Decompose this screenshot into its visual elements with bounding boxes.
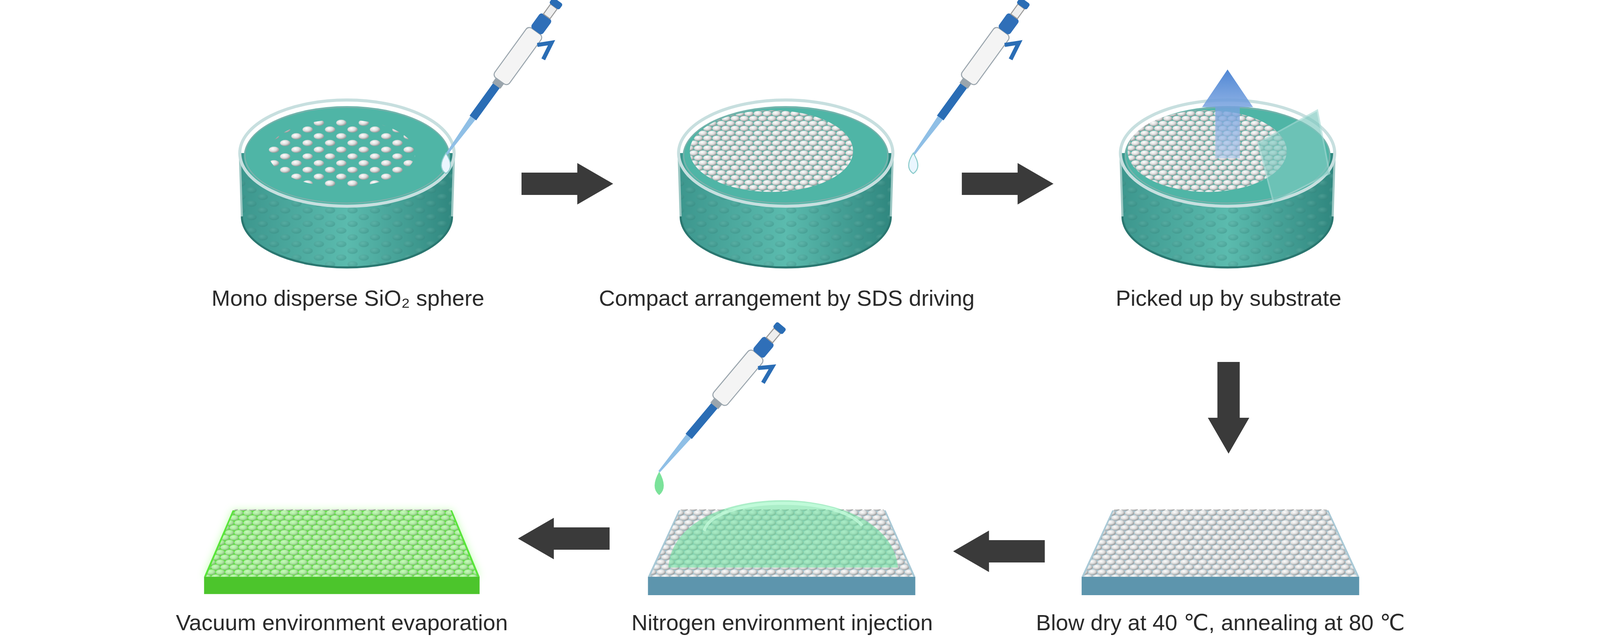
- block-arrow: [517, 517, 610, 559]
- step-caption: Compact arrangement by SDS driving: [598, 285, 975, 311]
- process-step: Nitrogen environment injection: [647, 479, 917, 598]
- block-arrow: [1207, 361, 1250, 454]
- block-arrow: [952, 530, 1045, 572]
- step-caption: Nitrogen environment injection: [631, 609, 933, 635]
- block-arrow: [521, 162, 614, 205]
- process-step: Compact arrangement by SDS driving: [678, 96, 895, 271]
- process-step: Mono disperse SiO₂ sphere: [239, 96, 457, 271]
- step-caption: Picked up by substrate: [1115, 285, 1342, 311]
- block-arrow: [961, 162, 1054, 205]
- process-step: Picked up by substrate: [1120, 96, 1337, 271]
- process-step: Blow dry at 40 ℃, annealing at 80 ℃: [1081, 505, 1360, 598]
- step-caption: Mono disperse SiO₂ sphere: [211, 285, 485, 311]
- step-caption: Vacuum environment evaporation: [175, 609, 508, 635]
- process-step: Vacuum environment evaporation: [203, 505, 480, 598]
- step-caption: Blow dry at 40 ℃, annealing at 80 ℃: [1035, 609, 1405, 635]
